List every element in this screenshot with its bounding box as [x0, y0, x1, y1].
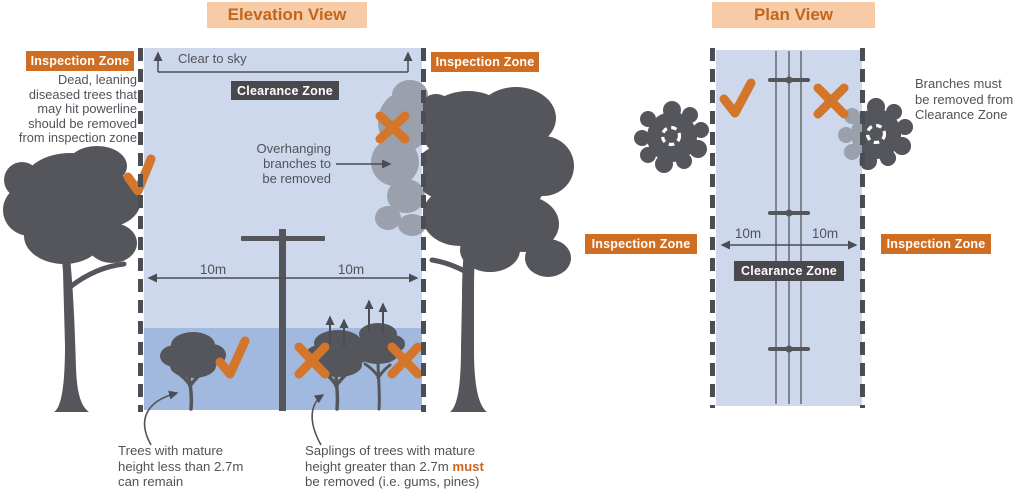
clear-to-sky-bracket: [153, 51, 413, 73]
large-tree-outside-left: [3, 146, 141, 412]
elevation-view-title: Elevation View: [207, 2, 367, 28]
plan-view-title: Plan View: [712, 2, 875, 28]
elevation-clearance-zone-label: Clearance Zone: [231, 81, 339, 100]
x-mark-sapling-1: [294, 342, 330, 379]
plan-inspection-zone-label-left: Inspection Zone: [585, 234, 697, 254]
saplings-note-emphasis: must: [452, 458, 484, 474]
power-pole: [241, 229, 325, 411]
plan-boundary-right: [860, 48, 865, 408]
trunk-marker-icon: [660, 125, 682, 147]
overhanging-branches-note: Overhanging branches to be removed: [256, 141, 331, 186]
large-tree-outside-right: [423, 87, 574, 412]
plan-branches-note: Branches must be removed from Clearance …: [915, 76, 1014, 123]
plan-tree-outside: [634, 101, 709, 173]
check-mark-small-tree: [215, 336, 250, 379]
plan-measure-left: 10m: [734, 226, 762, 241]
plan-boundary-left: [710, 48, 715, 408]
saplings-note-post: be removed (i.e. gums, pines): [305, 474, 480, 490]
elevation-boundary-left: [138, 48, 143, 412]
plan-powerlines: [768, 51, 810, 404]
growth-arrows: [325, 299, 388, 347]
elevation-inspection-zone-label-left: Inspection Zone: [26, 51, 134, 71]
plan-x-mark: [813, 83, 849, 119]
trees-remain-note: Trees with mature height less than 2.7m …: [118, 443, 244, 490]
clear-to-sky-label: Clear to sky: [178, 51, 247, 66]
pointer-arrow-remain-note: [143, 390, 179, 446]
elevation-inspection-zone-label-right: Inspection Zone: [431, 52, 539, 72]
plan-inspection-zone-label-right: Inspection Zone: [881, 234, 991, 254]
plan-clearance-zone-label: Clearance Zone: [734, 261, 844, 281]
small-tree-compliant: [160, 332, 226, 411]
dead-trees-note: Dead, leaning diseased trees that may hi…: [18, 72, 137, 145]
x-mark-overhang: [375, 111, 410, 144]
elevation-measure-left: 10m: [199, 262, 227, 277]
saplings-note: Saplings of trees with mature height gre…: [305, 443, 484, 490]
plan-tree-on-boundary: [838, 98, 913, 170]
elevation-measure-right: 10m: [337, 262, 365, 277]
elevation-boundary-right: [421, 48, 426, 412]
plan-check-mark: [719, 78, 756, 118]
x-mark-sapling-2: [387, 342, 423, 379]
pointer-arrow-saplings-note: [311, 394, 325, 446]
trunk-marker-icon: [865, 123, 887, 145]
plan-measure-right: 10m: [811, 226, 839, 241]
saplings-note-pre: Saplings of trees with mature height gre…: [305, 443, 476, 474]
